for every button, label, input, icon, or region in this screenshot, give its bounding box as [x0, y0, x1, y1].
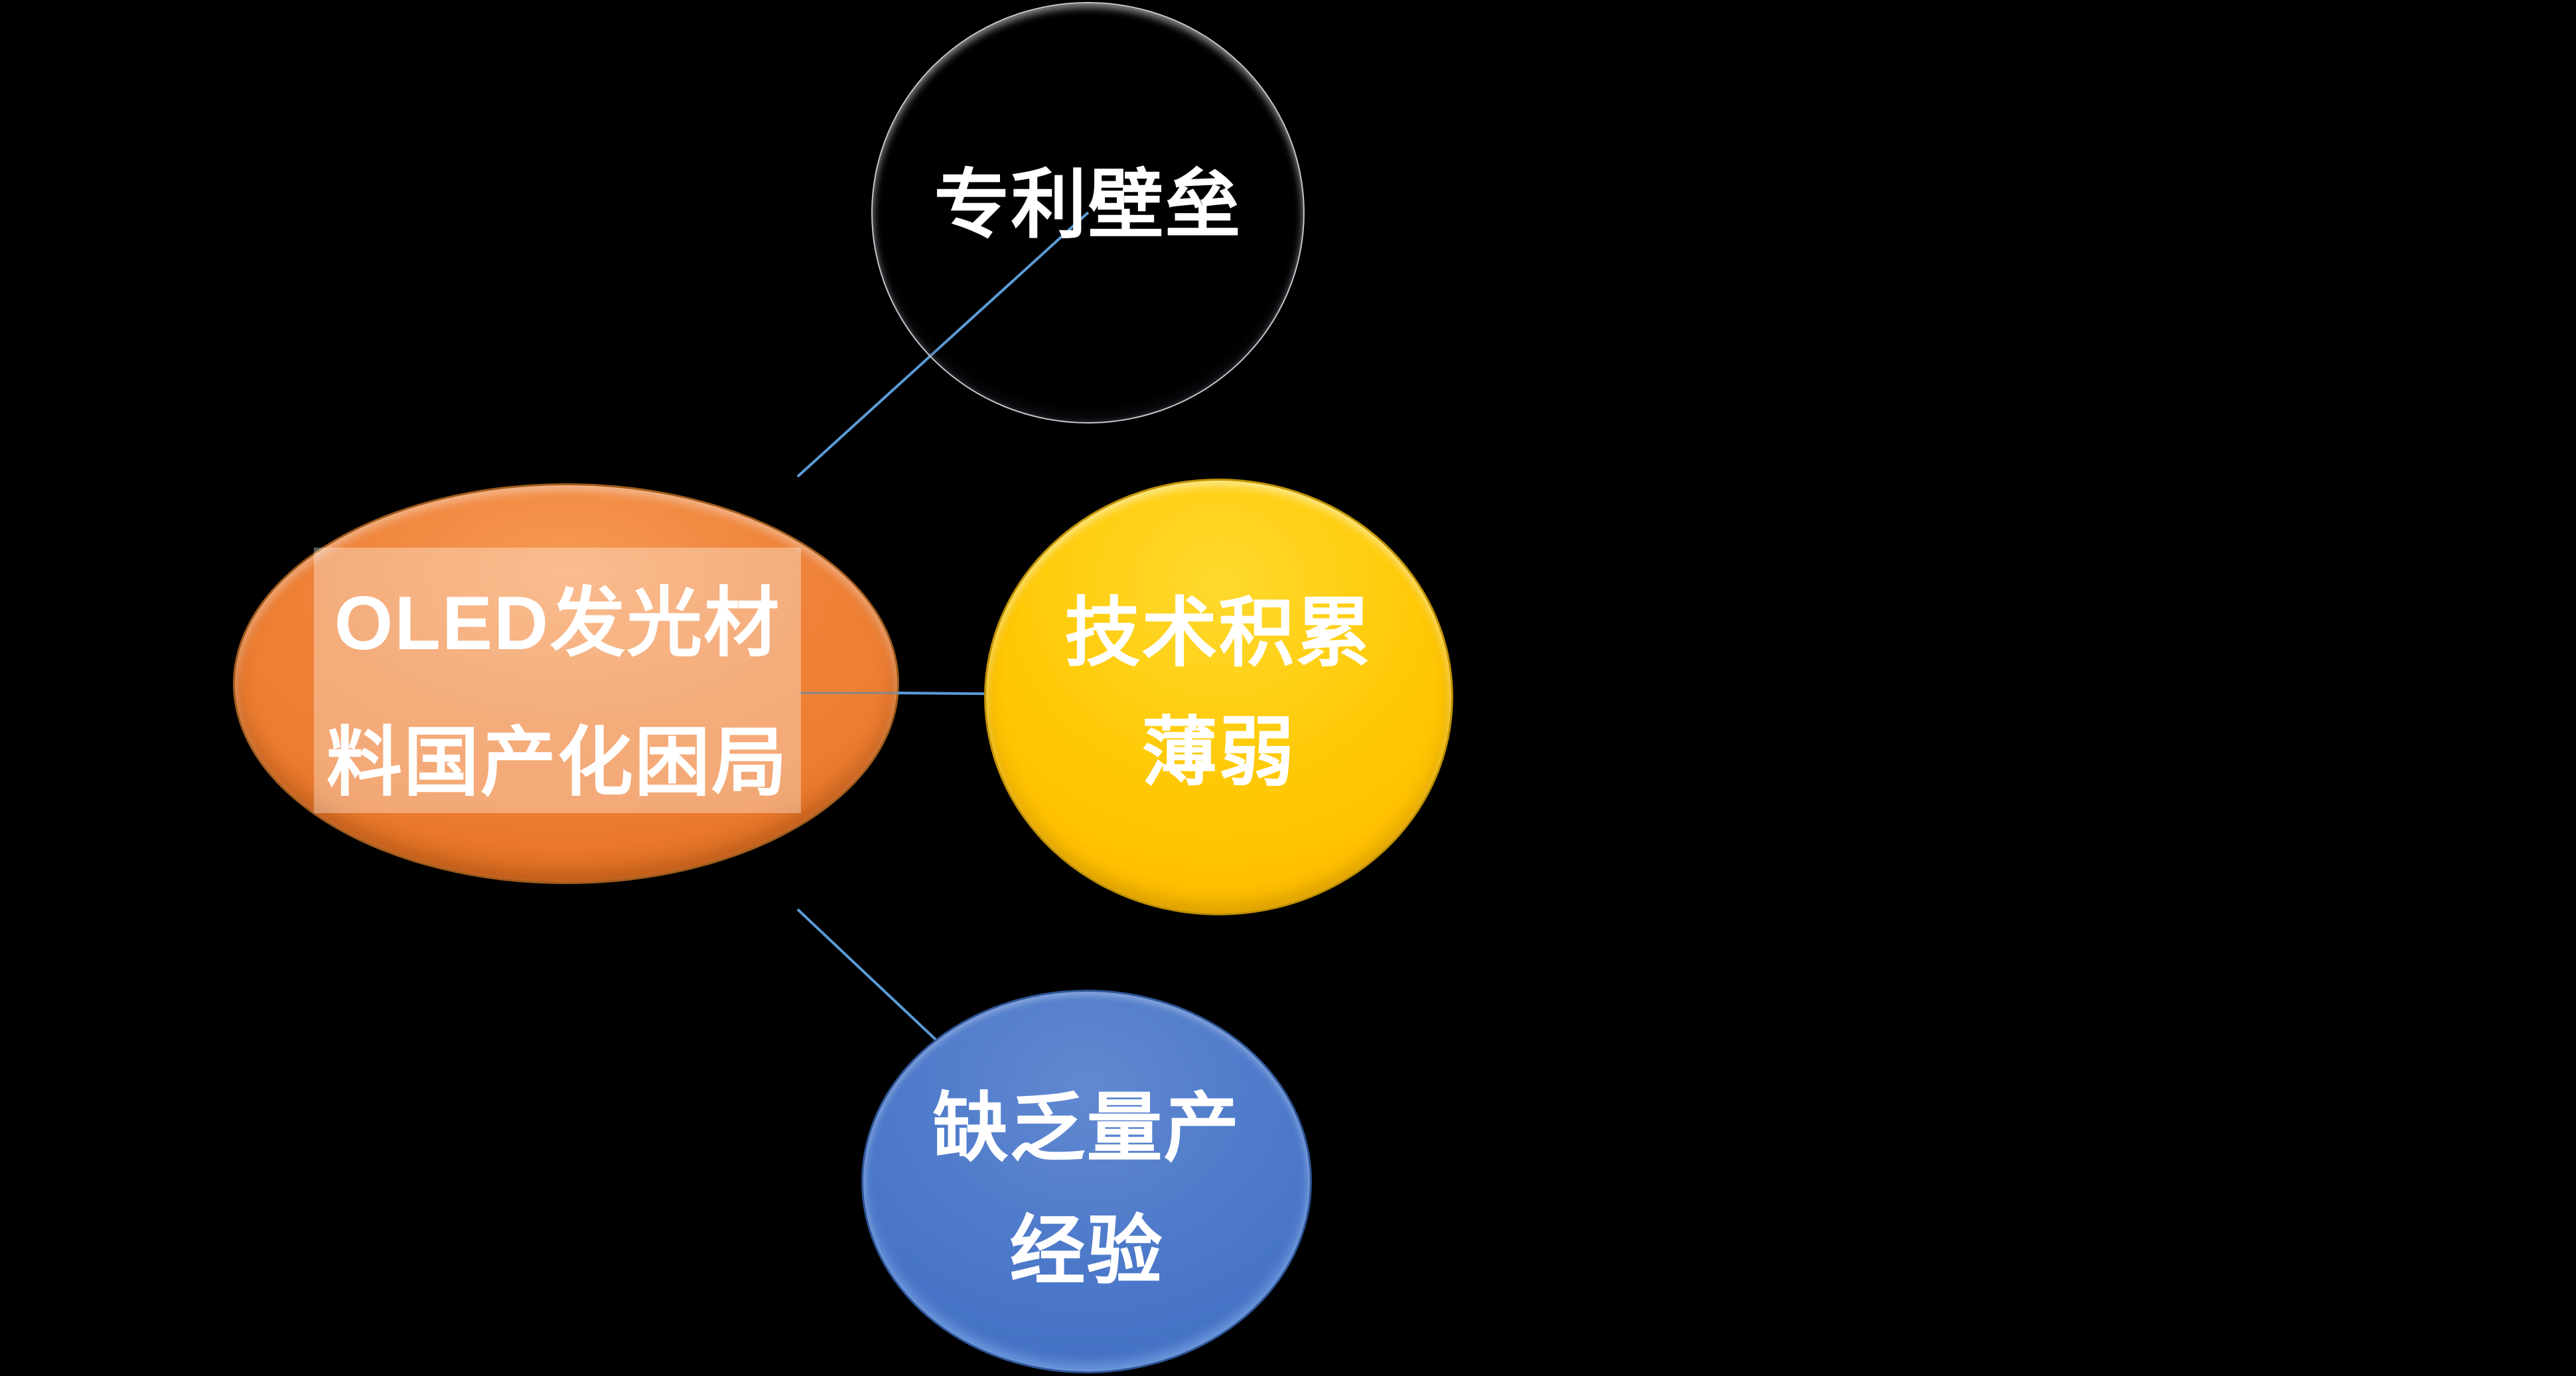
center-label-band [314, 548, 801, 813]
tech-accumulation-label-line-2: 薄弱 [1141, 711, 1296, 795]
satellite-node-tech-accumulation[interactable] [984, 479, 1453, 915]
center-node-ellipse[interactable] [233, 483, 899, 884]
satellite-node-mass-production[interactable] [861, 990, 1312, 1373]
tech-accumulation-label-line-1: 技术积累 [1064, 591, 1373, 676]
center-label-line-2: 料国产化困局 [326, 721, 788, 805]
patent-barrier-label: 专利壁垒 [934, 163, 1242, 248]
mass-production-label-line-1: 缺乏量产 [932, 1087, 1241, 1171]
center-label-line-1: OLED发光材 [334, 581, 781, 666]
mass-production-label-line-2: 经验 [1009, 1209, 1164, 1294]
satellite-node-patent-barrier[interactable] [871, 2, 1305, 423]
